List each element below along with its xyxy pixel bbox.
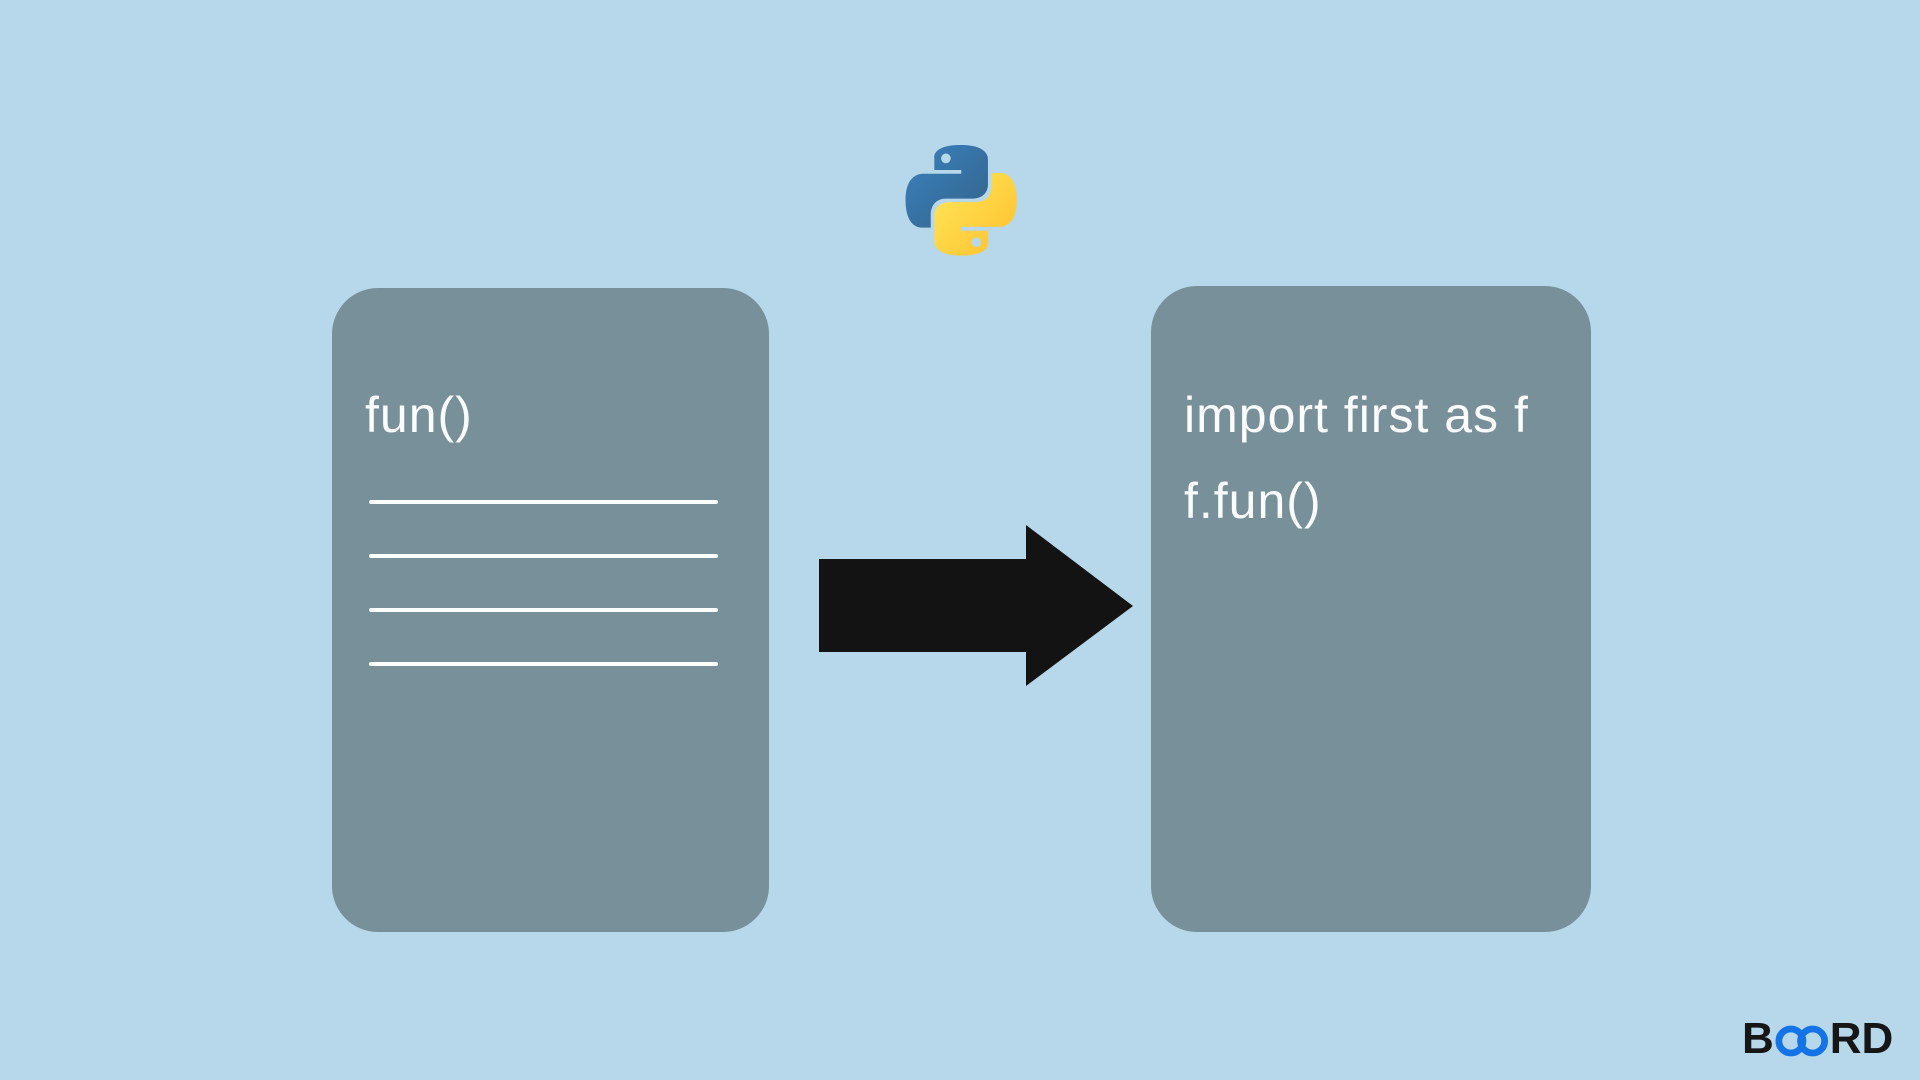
code-placeholder-lines bbox=[369, 500, 718, 666]
python-logo-icon bbox=[905, 145, 1017, 256]
board-logo: B RD bbox=[1742, 1016, 1893, 1062]
import-statement-label: import first as f bbox=[1184, 387, 1529, 443]
qualified-function-call-label: f.fun() bbox=[1184, 473, 1322, 529]
placeholder-line bbox=[369, 554, 718, 558]
module-card-first: fun() bbox=[332, 288, 769, 932]
placeholder-line bbox=[369, 608, 718, 612]
import-card: import first as f f.fun() bbox=[1151, 286, 1591, 932]
placeholder-line bbox=[369, 500, 718, 504]
python-logo-svg bbox=[905, 145, 1017, 256]
function-call-label: fun() bbox=[365, 387, 473, 443]
placeholder-line bbox=[369, 662, 718, 666]
board-logo-rd: RD bbox=[1829, 1014, 1894, 1063]
right-arrow-icon bbox=[819, 525, 1133, 686]
board-logo-b: B bbox=[1742, 1014, 1774, 1063]
infinity-icon bbox=[1775, 1025, 1828, 1057]
